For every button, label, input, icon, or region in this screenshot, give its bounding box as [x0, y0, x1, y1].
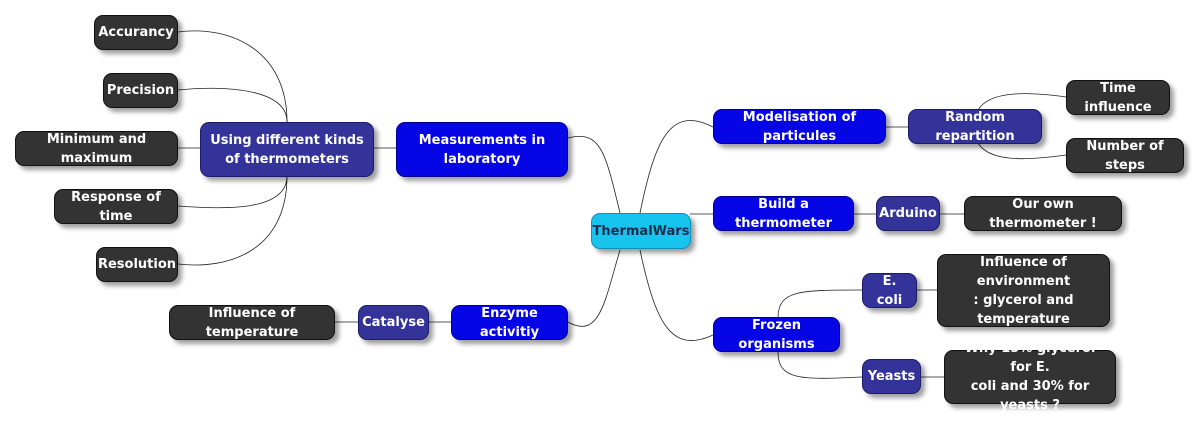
edge-frozen-ecoli	[777, 289, 863, 319]
ecoli-label: E. coli	[876, 273, 903, 308]
arduino-label: Arduino	[879, 206, 937, 221]
influence-temperature-label: Influence of temperature	[205, 305, 299, 340]
node-enzyme-activity[interactable]: Enzyme activitiy	[451, 305, 568, 340]
node-influence-temperature[interactable]: Influence of temperature	[169, 305, 335, 340]
minimum-maximum-label: Minimum and maximum	[46, 131, 147, 166]
precision-label: Precision	[106, 83, 175, 98]
accurancy-label: Accurancy	[98, 25, 174, 40]
node-minimum-maximum[interactable]: Minimum and maximum	[15, 131, 178, 166]
node-number-of-steps[interactable]: Number of steps	[1066, 138, 1184, 173]
number-of-steps-label: Number of steps	[1086, 138, 1164, 173]
node-yeasts[interactable]: Yeasts	[862, 359, 921, 394]
edge-therm-response	[177, 175, 288, 209]
node-precision[interactable]: Precision	[103, 73, 178, 108]
edge-root-modelisation	[639, 120, 714, 214]
node-frozen-organisms[interactable]: Frozen organisms	[713, 317, 840, 352]
edge-therm-resolution	[177, 175, 288, 266]
response-of-time-label: Response of time	[71, 189, 161, 224]
resolution-label: Resolution	[97, 257, 177, 272]
node-response-of-time[interactable]: Response of time	[54, 189, 178, 224]
edge-root-measurements	[567, 136, 621, 214]
time-influence-label: Time influence	[1084, 80, 1152, 115]
thermometers-label: Using different kinds of thermometers	[210, 132, 364, 167]
node-catalyse[interactable]: Catalyse	[358, 305, 429, 340]
catalyse-label: Catalyse	[362, 315, 425, 330]
edge-root-enzyme	[567, 249, 621, 327]
node-resolution[interactable]: Resolution	[96, 247, 178, 282]
node-time-influence[interactable]: Time influence	[1066, 80, 1170, 115]
measurements-label: Measurements in laboratory	[418, 132, 546, 167]
yeasts-label: Yeasts	[867, 369, 916, 384]
edge-frozen-yeasts	[777, 351, 863, 379]
random-repartition-label: Random repartition	[935, 109, 1015, 144]
ecoli-detail-label: Influence of environment : glycerol and …	[973, 254, 1074, 327]
build-label: Build a thermometer	[735, 196, 832, 231]
node-measurements[interactable]: Measurements in laboratory	[396, 122, 568, 177]
modelisation-label: Modelisation of particules	[742, 109, 857, 144]
edge-therm-accurancy	[177, 30, 288, 123]
yeasts-detail-label: Why 15% glycerol for E. coli and 30% for…	[964, 341, 1096, 413]
frozen-label: Frozen organisms	[738, 317, 815, 352]
node-random-repartition[interactable]: Random repartition	[908, 109, 1042, 144]
node-arduino[interactable]: Arduino	[876, 196, 940, 231]
node-build-thermometer[interactable]: Build a thermometer	[713, 196, 854, 231]
edge-random-steps	[977, 142, 1067, 160]
node-thermometers[interactable]: Using different kinds of thermometers	[200, 122, 374, 177]
root-node[interactable]: ThermalWars	[591, 213, 691, 249]
node-yeasts-detail[interactable]: Why 15% glycerol for E. coli and 30% for…	[944, 341, 1116, 413]
edge-therm-precision	[177, 87, 288, 123]
node-ecoli[interactable]: E. coli	[862, 273, 917, 308]
node-accurancy[interactable]: Accurancy	[94, 15, 178, 50]
edge-root-frozen	[639, 249, 714, 341]
root-label: ThermalWars	[592, 223, 690, 239]
node-ecoli-detail[interactable]: Influence of environment : glycerol and …	[937, 254, 1110, 327]
node-modelisation[interactable]: Modelisation of particules	[713, 109, 886, 144]
edge-random-time	[977, 93, 1067, 111]
node-own-thermometer[interactable]: Our own thermometer !	[964, 196, 1122, 231]
enzyme-label: Enzyme activitiy	[479, 305, 540, 340]
own-thermometer-label: Our own thermometer !	[989, 196, 1097, 231]
